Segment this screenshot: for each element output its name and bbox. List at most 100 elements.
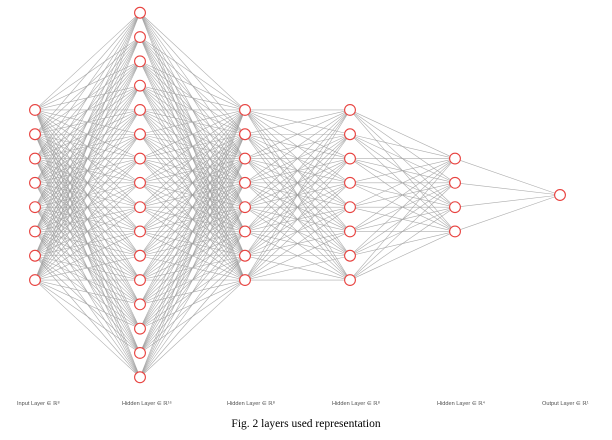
input-neuron <box>29 152 41 165</box>
connection-edge <box>349 158 456 281</box>
connection-edge <box>244 158 351 281</box>
neuron-nodes <box>29 6 566 384</box>
connection-edge <box>34 12 141 159</box>
connection-edge <box>244 134 351 281</box>
connection-edge <box>244 109 351 135</box>
connection-edge <box>139 12 246 111</box>
connection-edge <box>34 12 141 281</box>
connection-edge <box>139 134 246 378</box>
hidden-3-neuron <box>344 176 356 189</box>
hidden-1-neuron <box>134 103 146 116</box>
connection-edge <box>454 182 561 196</box>
hidden-4-neuron <box>449 176 461 189</box>
hidden-2-neuron <box>239 274 251 286</box>
hidden-2-neuron <box>239 201 251 214</box>
hidden-2-neuron <box>239 128 251 141</box>
hidden-2-neuron <box>239 249 251 262</box>
input-neuron <box>29 249 41 262</box>
connection-edge <box>139 109 246 232</box>
connection-edge <box>349 158 456 232</box>
connection-edge <box>244 182 351 281</box>
output-neuron <box>554 189 566 201</box>
connection-edge <box>139 231 246 378</box>
connection-edge <box>34 134 141 281</box>
connection-edge <box>349 206 456 281</box>
input-neuron <box>29 225 41 238</box>
hidden-4-neuron <box>449 201 461 214</box>
connection-edge <box>34 109 141 281</box>
input-neuron <box>29 201 41 214</box>
hidden-1-neuron <box>134 249 146 262</box>
connection-edge <box>244 231 351 281</box>
input-layer-label: Input Layer ∈ ℝ⁸ <box>17 400 60 407</box>
connection-edge <box>34 12 141 111</box>
connection-edges <box>34 12 561 378</box>
hidden-3-neuron <box>344 201 356 214</box>
connection-edge <box>139 255 246 378</box>
hidden-1-neuron <box>134 128 146 141</box>
connection-edge <box>454 194 561 232</box>
connection-edge <box>34 279 141 378</box>
figure-caption: Fig. 2 layers used representation <box>231 418 381 430</box>
connection-edge <box>139 61 246 111</box>
hidden-4-neuron <box>449 152 461 165</box>
connection-edge <box>34 279 141 305</box>
hidden-1-neuron <box>134 176 146 189</box>
connection-edge <box>139 182 246 378</box>
hidden-1-neuron <box>134 6 146 19</box>
connection-edge <box>244 109 351 232</box>
connection-edge <box>139 85 246 111</box>
connection-edge <box>349 133 456 159</box>
hidden-1-neuron <box>134 274 146 286</box>
connection-edge <box>244 109 351 184</box>
connection-edge <box>349 158 456 256</box>
hidden-1-neuron <box>134 371 146 384</box>
hidden-1-neuron <box>134 79 146 92</box>
hidden-4-layer-label: Hidden Layer ∈ ℝ⁴ <box>437 400 486 407</box>
connection-edge <box>34 182 141 281</box>
connection-edge <box>34 36 141 281</box>
connection-edge <box>244 109 351 281</box>
connection-edge <box>34 206 141 281</box>
hidden-2-neuron <box>239 152 251 165</box>
hidden-2-neuron <box>239 176 251 189</box>
hidden-1-neuron <box>134 152 146 165</box>
hidden-3-neuron <box>344 128 356 141</box>
connection-edge <box>139 279 246 378</box>
connection-edge <box>139 109 246 305</box>
connection-edge <box>349 109 456 159</box>
connection-edge <box>139 36 246 111</box>
connection-edge <box>349 182 456 281</box>
connection-edge <box>139 109 246 135</box>
hidden-3-neuron <box>344 103 356 116</box>
hidden-2-layer-label: Hidden Layer ∈ ℝ⁸ <box>227 400 276 407</box>
hidden-2-neuron <box>239 225 251 238</box>
hidden-3-neuron <box>344 152 356 165</box>
hidden-3-neuron <box>344 274 356 286</box>
connection-edge <box>34 12 141 208</box>
connection-edge <box>34 158 141 281</box>
connection-edge <box>139 109 246 354</box>
connection-edge <box>34 61 141 281</box>
connection-edge <box>244 109 351 159</box>
connection-edge <box>349 158 456 184</box>
hidden-3-layer-label: Hidden Layer ∈ ℝ⁸ <box>332 400 381 407</box>
connection-edge <box>34 279 141 329</box>
hidden-3-neuron <box>344 249 356 262</box>
connection-edge <box>349 231 456 281</box>
connection-edge <box>34 12 141 232</box>
connection-edge <box>139 109 246 329</box>
connection-edge <box>139 158 246 378</box>
connection-edge <box>34 12 141 256</box>
connection-edge <box>34 231 141 281</box>
hidden-4-neuron <box>449 225 461 238</box>
hidden-2-neuron <box>239 103 251 116</box>
hidden-1-neuron <box>134 298 146 311</box>
hidden-3-neuron <box>344 225 356 238</box>
hidden-1-neuron <box>134 31 146 43</box>
connection-edge <box>34 12 141 184</box>
hidden-1-neuron <box>134 225 146 238</box>
connection-edge <box>244 109 351 256</box>
